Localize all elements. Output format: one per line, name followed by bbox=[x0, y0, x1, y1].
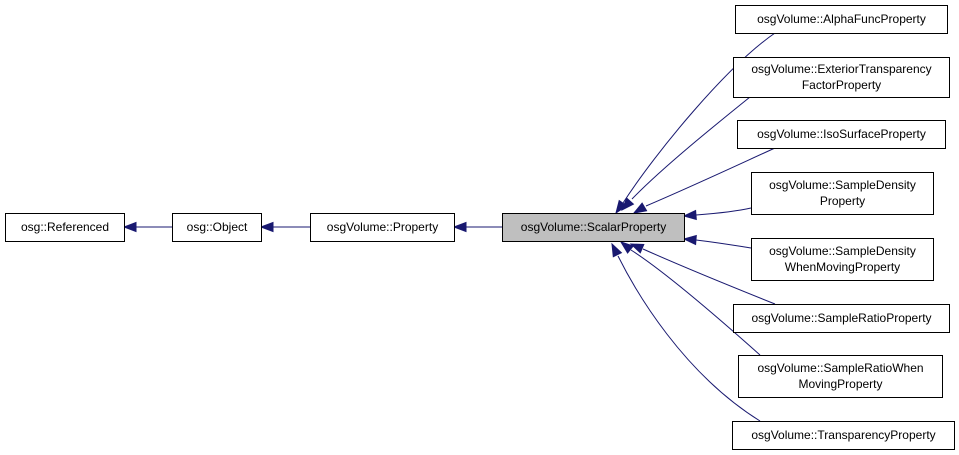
class-node-box bbox=[751, 238, 934, 281]
class-node-label: osgVolume::IsoSurfaceProperty bbox=[757, 127, 926, 141]
class-node-label: osg::Object bbox=[187, 220, 248, 234]
edge-alphafunc-to-scalar bbox=[615, 32, 776, 215]
class-node-box bbox=[732, 421, 955, 450]
class-node-box bbox=[751, 172, 934, 215]
class-node-label: osgVolume::ScalarProperty bbox=[521, 220, 666, 234]
arrowhead-icon bbox=[632, 202, 648, 214]
edge-line bbox=[642, 248, 776, 305]
class-node-property[interactable]: osgVolume::Property bbox=[310, 213, 455, 242]
class-node-referenced[interactable]: osg::Referenced bbox=[5, 213, 125, 242]
arrowhead-icon bbox=[259, 221, 274, 233]
class-node-label: osgVolume::SampleDensity bbox=[769, 244, 916, 258]
arrowhead-icon bbox=[621, 197, 635, 212]
edge-sampledensity-to-scalar bbox=[682, 207, 752, 221]
class-node-box bbox=[5, 213, 125, 242]
arrowhead-icon bbox=[122, 221, 137, 233]
arrowhead-icon bbox=[615, 199, 628, 215]
arrowhead-icon bbox=[629, 243, 645, 254]
class-node-box bbox=[738, 355, 943, 398]
edge-line bbox=[630, 249, 761, 356]
class-node-alphafunc[interactable]: osgVolume::AlphaFuncProperty bbox=[735, 5, 948, 34]
edge-property-to-object bbox=[259, 221, 310, 233]
class-node-box bbox=[310, 213, 455, 242]
class-node-label: osgVolume::SampleDensity bbox=[769, 178, 916, 192]
edge-sampledensitymoving-to-scalar bbox=[682, 234, 752, 249]
class-node-box bbox=[735, 5, 948, 34]
class-node-label: osgVolume::Property bbox=[327, 220, 438, 234]
class-node-label: osgVolume::SampleRatioProperty bbox=[751, 311, 931, 325]
edge-isosurface-to-scalar bbox=[632, 147, 776, 214]
class-node-isosurface[interactable]: osgVolume::IsoSurfaceProperty bbox=[737, 120, 946, 149]
edge-line bbox=[622, 32, 776, 204]
arrowhead-icon bbox=[452, 221, 467, 233]
edge-object-to-referenced bbox=[122, 221, 172, 233]
edge-sampleratio-to-scalar bbox=[629, 243, 776, 305]
edge-line bbox=[695, 207, 752, 216]
class-node-object[interactable]: osg::Object bbox=[172, 213, 262, 242]
edge-scalar-to-property bbox=[452, 221, 502, 233]
arrowhead-icon bbox=[619, 241, 635, 254]
class-node-label: osgVolume::ExteriorTransparency bbox=[751, 62, 931, 76]
class-node-label: WhenMovingProperty bbox=[785, 260, 900, 274]
edge-line bbox=[695, 239, 752, 249]
nodes-layer: osg::Referenced osg::Object osgVolume::Pro… bbox=[5, 5, 955, 450]
class-node-label: FactorProperty bbox=[802, 78, 881, 92]
arrowhead-icon bbox=[682, 209, 697, 221]
class-node-exterior[interactable]: osgVolume::ExteriorTransparencyFactorPro… bbox=[733, 57, 950, 98]
edges-layer bbox=[122, 32, 776, 422]
edge-exterior-to-scalar bbox=[621, 96, 751, 212]
class-node-scalar: osgVolume::ScalarProperty bbox=[502, 213, 685, 242]
edge-transparency-to-scalar bbox=[611, 242, 761, 422]
class-node-label: osgVolume::AlphaFuncProperty bbox=[757, 12, 926, 26]
class-node-box bbox=[733, 304, 950, 333]
edge-line bbox=[631, 96, 751, 200]
class-node-box bbox=[502, 213, 685, 242]
arrowhead-icon bbox=[611, 242, 623, 258]
edge-line bbox=[645, 147, 776, 207]
class-node-box bbox=[733, 57, 950, 98]
class-node-label: Property bbox=[820, 194, 865, 208]
class-node-label: osg::Referenced bbox=[21, 220, 109, 234]
class-node-sampleratio[interactable]: osgVolume::SampleRatioProperty bbox=[733, 304, 950, 333]
edge-sampleratiomoving-to-scalar bbox=[619, 241, 761, 356]
edge-line bbox=[617, 255, 761, 422]
class-node-label: osgVolume::SampleRatioWhen bbox=[757, 361, 923, 375]
class-node-sampledensitymoving[interactable]: osgVolume::SampleDensityWhenMovingProper… bbox=[751, 238, 934, 281]
class-node-label: osgVolume::TransparencyProperty bbox=[751, 428, 935, 442]
class-node-box bbox=[172, 213, 262, 242]
arrowhead-icon bbox=[682, 234, 697, 246]
class-node-box bbox=[737, 120, 946, 149]
class-node-label: MovingProperty bbox=[798, 377, 882, 391]
class-node-transparency[interactable]: osgVolume::TransparencyProperty bbox=[732, 421, 955, 450]
